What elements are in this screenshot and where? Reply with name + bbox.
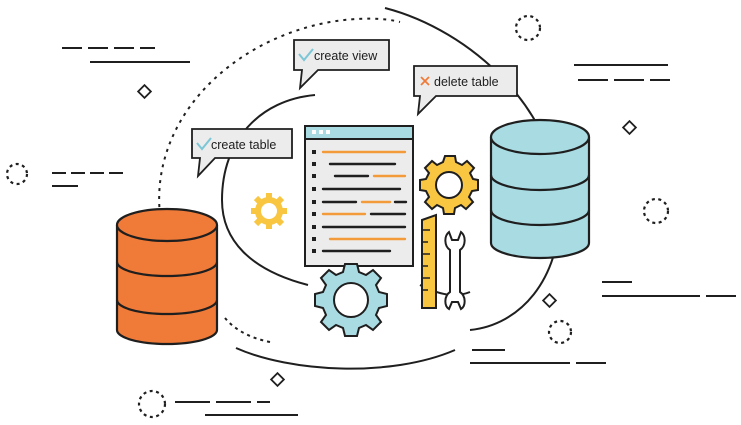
- callout-delete-table: delete table: [413, 65, 518, 117]
- dotted-circles: [5, 14, 670, 419]
- gear-icon-yellow-small: [251, 193, 287, 229]
- database-icon-right: [489, 118, 591, 260]
- check-icon: [298, 48, 314, 62]
- diamond-shapes: [136, 83, 638, 388]
- cross-icon: [420, 76, 430, 86]
- callout-create-table-label: create table: [211, 138, 276, 152]
- code-window-icon: [304, 125, 414, 267]
- callout-create-view-label: create view: [314, 49, 378, 63]
- decorative-lines: [52, 47, 736, 416]
- callout-delete-table-label: delete table: [434, 75, 499, 89]
- callout-create-table: create table: [191, 128, 293, 179]
- database-icon-left: [115, 207, 219, 346]
- check-icon: [196, 137, 212, 151]
- callout-create-view: create view: [293, 39, 390, 91]
- gear-icon-blue: [314, 263, 388, 337]
- ruler-icon: [421, 213, 437, 309]
- gear-icon-yellow: [419, 155, 479, 215]
- wrench-icon: [444, 230, 466, 311]
